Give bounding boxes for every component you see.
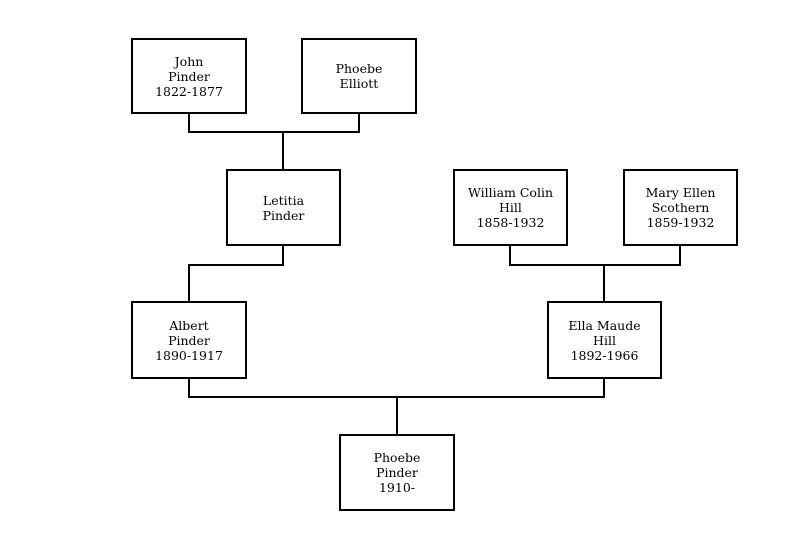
person-box-letitia-pinder: Letitia Pinder (226, 169, 341, 246)
name-line: Pinder (168, 332, 210, 348)
name-line: Pinder (376, 465, 418, 480)
person-box-albert-pinder: Albert Pinder 1890-1917 (131, 301, 247, 379)
person-name-albert-pinder: Albert Pinder 1890-1917 (155, 318, 223, 363)
person-box-phoebe-pinder: Phoebe Pinder 1910- (339, 434, 455, 511)
person-box-john-pinder: John Pinder 1822-1877 (131, 38, 247, 114)
person-name-phoebe-pinder: Phoebe Pinder 1910- (374, 450, 421, 495)
person-name-phoebe-elliott: Phoebe Elliott (336, 61, 383, 91)
dates-line: 1822-1877 (155, 83, 223, 99)
name-line: Pinder (262, 207, 305, 223)
connector-albert-ella (188, 379, 605, 398)
person-box-mary-ellen-scothern: Mary Ellen Scothern 1859-1932 (623, 169, 738, 246)
name-line: Pinder (168, 68, 210, 84)
name-line: Scothern (651, 200, 710, 215)
name-line: Elliott (339, 76, 379, 91)
dates-line: 1892-1966 (570, 347, 639, 363)
name-line: William Colin (467, 185, 554, 200)
person-name-mary-ellen-scothern: Mary Ellen Scothern 1859-1932 (646, 185, 716, 230)
dates-line: 1890-1917 (155, 347, 223, 363)
connector-letitia-to-albert (188, 246, 284, 301)
dates-line: 1859-1932 (646, 215, 715, 230)
connector-william-mary (509, 246, 681, 266)
person-name-william-colin-hill: William Colin Hill 1858-1932 (468, 185, 553, 230)
name-line: Phoebe (335, 61, 383, 76)
name-line: Albert (169, 317, 209, 333)
dates-line: 1858-1932 (476, 215, 545, 230)
person-box-ella-maude-hill: Ella Maude Hill 1892-1966 (547, 301, 662, 379)
dates-line: 1910- (378, 480, 416, 495)
person-name-letitia-pinder: Letitia Pinder (263, 193, 305, 223)
person-name-john-pinder: John Pinder 1822-1877 (155, 54, 223, 99)
connector-john-phoebe-to-letitia (188, 114, 360, 133)
name-line: Phoebe (373, 450, 421, 465)
name-line: Hill (593, 332, 616, 348)
name-line: Hill (499, 200, 522, 215)
person-name-ella-maude-hill: Ella Maude Hill 1892-1966 (568, 318, 640, 363)
name-line: Letitia (262, 192, 305, 208)
name-line: Ella Maude (568, 317, 641, 333)
person-box-william-colin-hill: William Colin Hill 1858-1932 (453, 169, 568, 246)
name-line: Mary Ellen (645, 185, 716, 200)
person-box-phoebe-elliott: Phoebe Elliott (301, 38, 417, 114)
name-line: John (174, 53, 204, 69)
